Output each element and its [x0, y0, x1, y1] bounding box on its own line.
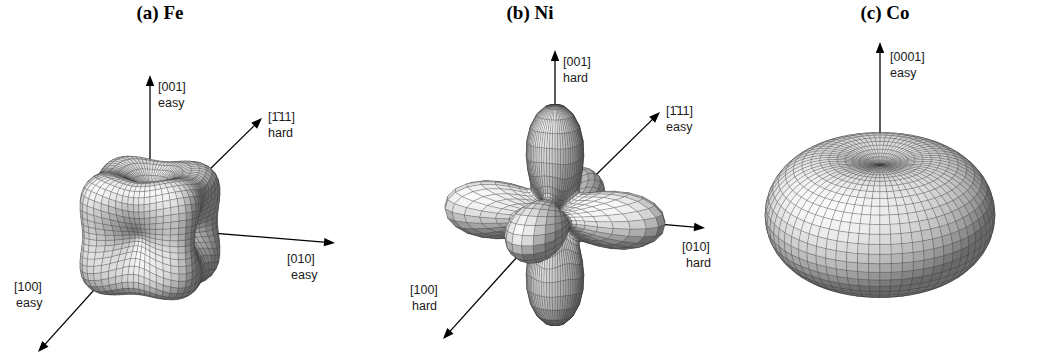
figure-stage: (a) Fe(b) Ni(c) Co[001]easy[1̄11]hard[10… — [0, 0, 1057, 362]
